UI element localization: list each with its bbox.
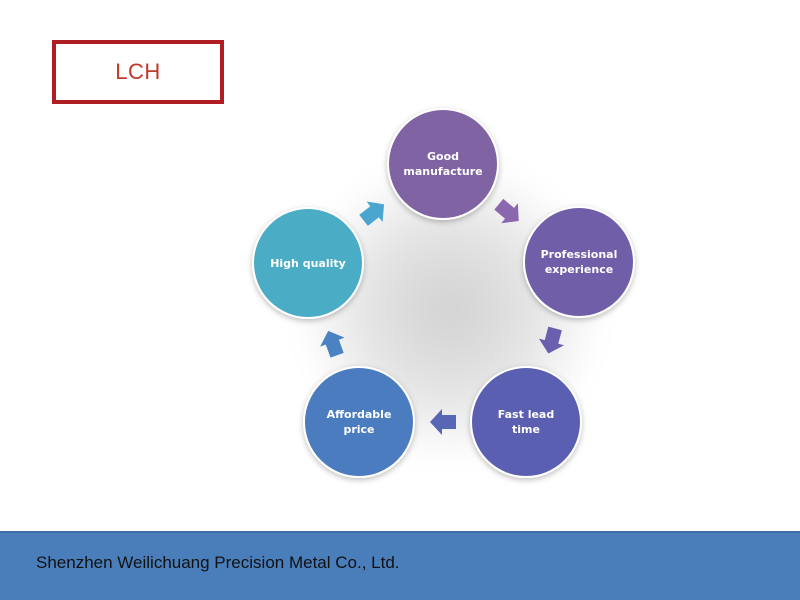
- node-label-line2: manufacture: [403, 165, 482, 178]
- cycle-arrow-4: [320, 330, 345, 358]
- cycle-node-affordable-price: Affordable price: [303, 366, 415, 478]
- node-label-line2: price: [343, 423, 374, 436]
- node-label-line2: time: [512, 423, 540, 436]
- cycle-arrow-1: [494, 198, 519, 224]
- node-label-line1: Fast lead: [498, 408, 554, 421]
- logo-box: LCH: [52, 40, 224, 104]
- cycle-arrow-2: [538, 326, 565, 354]
- node-label-line1: Affordable: [327, 408, 392, 421]
- node-label-line1: Professional: [541, 248, 618, 261]
- cycle-node-professional-experience: Professional experience: [523, 206, 635, 318]
- company-name: Shenzhen Weilichuang Precision Metal Co.…: [36, 553, 400, 572]
- node-label-line1: High quality: [270, 257, 346, 270]
- cycle-node-fast-lead-time: Fast lead time: [470, 366, 582, 478]
- logo-text: LCH: [115, 59, 161, 84]
- cycle-arrow-5: [359, 201, 385, 226]
- cycle-node-high-quality: High quality: [252, 207, 364, 319]
- footer-bar: Shenzhen Weilichuang Precision Metal Co.…: [0, 531, 800, 600]
- node-label-line1: Good: [427, 150, 459, 163]
- cycle-arrow-3: [430, 409, 456, 435]
- cycle-node-good-manufacture: Good manufacture: [387, 108, 499, 220]
- node-label-line2: experience: [545, 263, 613, 276]
